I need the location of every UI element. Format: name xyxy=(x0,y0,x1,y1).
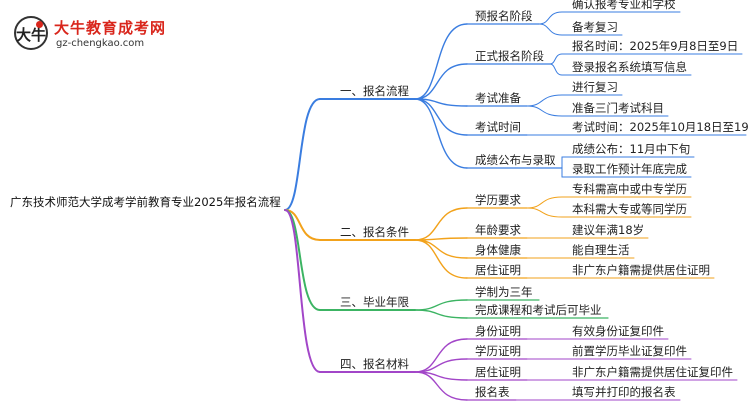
branch-node: 一、报名流程 xyxy=(340,84,409,98)
connector-line xyxy=(414,63,468,100)
leaf-node: 非广东户籍需提供居住证复印件 xyxy=(572,365,733,379)
topic-node: 预报名阶段 xyxy=(475,9,533,23)
connector-line xyxy=(526,105,563,117)
leaf-node: 登录报名系统填写信息 xyxy=(572,60,687,74)
connector-line xyxy=(414,299,468,311)
connector-line xyxy=(526,94,563,107)
root-node: 广东技术师范大学成考学前教育专业2025年报名流程 xyxy=(10,195,281,209)
logo-badge-text: 大牛 xyxy=(16,26,47,44)
logo-badge-icon: 大牛 xyxy=(14,16,48,50)
leaf-node: 本科需大专或等同学历 xyxy=(572,202,687,216)
topic-node: 身体健康 xyxy=(475,243,521,257)
leaf-node: 录取工作预计年底完成 xyxy=(572,162,687,176)
leaf-node: 非广东户籍需提供居住证明 xyxy=(572,263,710,277)
logo-url: gz-chengkao.com xyxy=(56,38,145,49)
connector-line xyxy=(414,23,468,100)
connector-line xyxy=(538,23,563,36)
topic-node: 完成课程和考试后可毕业 xyxy=(475,303,602,317)
leaf-node: 考试时间：2025年10月18日至19日 xyxy=(572,120,750,134)
logo-title: 大牛教育成考网 xyxy=(54,19,167,37)
connector-line xyxy=(414,239,468,259)
connector-line xyxy=(526,196,563,209)
site-logo: 大牛 大牛教育成考网 gz-chengkao.com xyxy=(14,14,167,54)
connector-line xyxy=(538,11,563,25)
connector-line xyxy=(414,309,468,319)
connector-line xyxy=(414,98,468,136)
connector-line xyxy=(414,207,468,241)
connector-line xyxy=(284,209,321,373)
topic-node: 学历要求 xyxy=(475,193,521,207)
connector-line xyxy=(284,209,321,311)
connector-line xyxy=(414,338,468,373)
connector-line xyxy=(526,207,563,218)
leaf-node: 报名时间：2025年9月8日至9日 xyxy=(572,39,739,53)
topic-node: 成绩公布与录取 xyxy=(475,153,556,167)
leaf-node: 建议年满18岁 xyxy=(572,223,645,237)
branch-node: 三、毕业年限 xyxy=(340,295,409,309)
leaf-node: 成绩公布：11月中下旬 xyxy=(572,142,691,156)
leaf-node: 进行复习 xyxy=(572,80,618,94)
leaf-node: 确认报考专业和学校 xyxy=(572,0,676,11)
topic-node: 正式报名阶段 xyxy=(475,49,544,63)
leaf-node: 有效身份证复印件 xyxy=(572,324,664,338)
leaf-node: 准备三门考试科目 xyxy=(572,101,664,115)
connector-line xyxy=(549,63,563,76)
connector-line xyxy=(414,239,468,279)
leaf-node: 专科需高中或中专学历 xyxy=(572,182,687,196)
topic-node: 学历证明 xyxy=(475,344,521,358)
leaf-node: 备考复习 xyxy=(572,20,618,34)
connector-line xyxy=(414,371,468,401)
topic-node: 年龄要求 xyxy=(475,223,521,237)
leaf-node: 能自理生活 xyxy=(572,243,630,257)
connector-line xyxy=(284,209,321,241)
branch-node: 四、报名材料 xyxy=(340,357,409,371)
connector-line xyxy=(414,98,468,169)
connector-line xyxy=(284,98,321,211)
topic-node: 学制为三年 xyxy=(475,285,533,299)
topic-node: 考试准备 xyxy=(475,91,521,105)
topic-node: 居住证明 xyxy=(475,365,521,379)
leaf-node: 前置学历毕业证复印件 xyxy=(572,344,687,358)
leaf-node: 填写并打印的报名表 xyxy=(572,385,676,399)
topic-node: 考试时间 xyxy=(475,120,521,134)
connector-line xyxy=(549,53,563,65)
topic-node: 报名表 xyxy=(475,385,510,399)
branch-node: 二、报名条件 xyxy=(340,225,409,239)
logo-dot-icon xyxy=(36,21,43,28)
topic-node: 居住证明 xyxy=(475,263,521,277)
topic-node: 身份证明 xyxy=(475,324,521,338)
